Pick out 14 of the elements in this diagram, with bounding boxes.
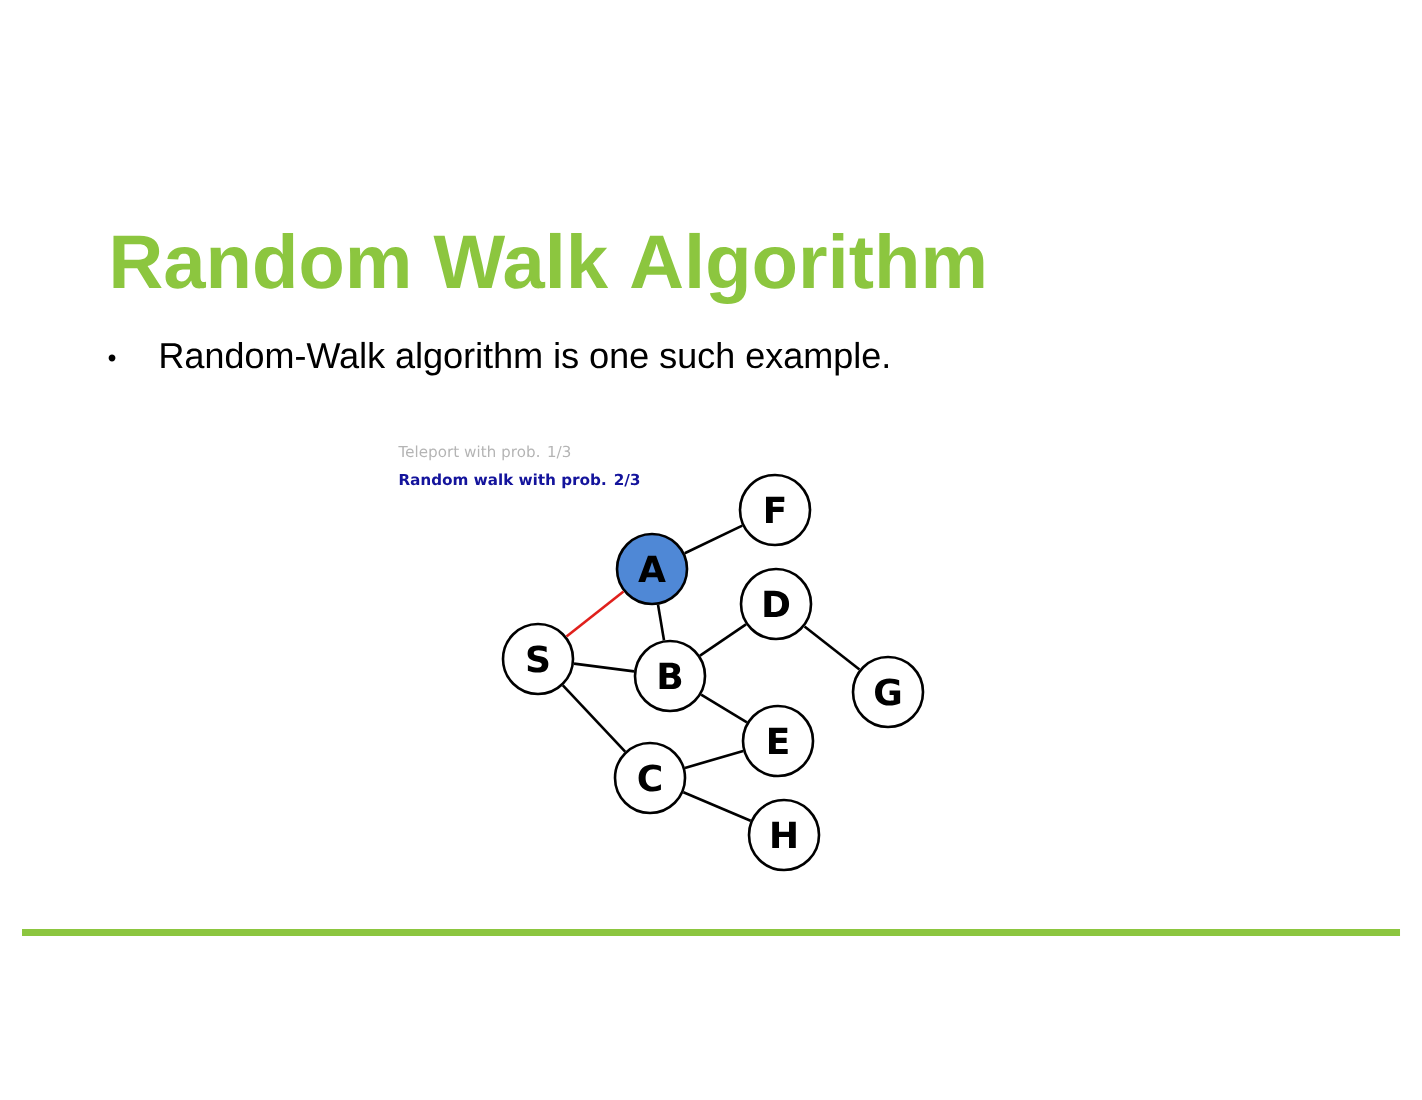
edge-line [565,590,625,638]
edge-line [699,623,747,657]
edge-line [684,524,743,555]
bullet-text: Random-Walk algorithm is one such example. [161,341,888,376]
annotation-text: Random walk with prob. 2/3 [399,473,640,489]
edge-line [561,684,627,753]
edge-line [682,791,752,822]
edge-line [803,625,861,671]
edge-line [700,693,748,724]
edge-line [656,604,666,641]
edge-line [684,749,744,770]
annotation-text: Teleport with prob. 1/3 [398,445,571,461]
edge-line [573,662,635,673]
title: Random Walk Algorithm [113,232,984,305]
